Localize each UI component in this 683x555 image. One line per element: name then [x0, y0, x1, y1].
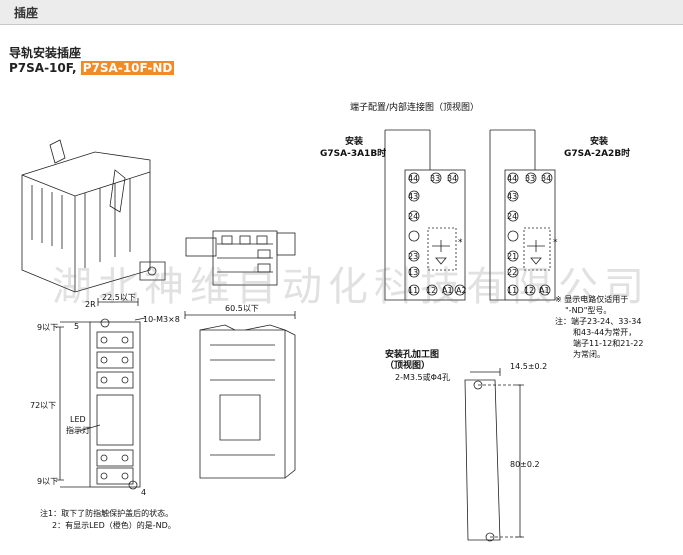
terminal-label: 12	[524, 286, 535, 295]
terminal-label: 33	[430, 174, 441, 183]
terminal-label: 12	[426, 286, 437, 295]
dim-top-margin: 9以下	[37, 323, 59, 332]
terminal-label: 24	[408, 212, 419, 221]
mounting-holes: 2-M3.5或Φ4孔	[395, 373, 450, 382]
socket-front-view	[56, 298, 146, 490]
watermark: 湖北神维自动化科技有限公司	[52, 264, 650, 310]
footnote-2: 2：有显示LED（橙色）的是-ND。	[52, 521, 176, 530]
terminal-label: 21	[507, 252, 518, 261]
terminal-diagram-left	[384, 129, 466, 301]
terminal-diagram-right	[489, 129, 556, 301]
section-header-label: 插座	[14, 6, 39, 20]
left-caption-2: G7SA-3A1B时	[320, 149, 387, 159]
mounting-hole-drawing	[464, 368, 524, 542]
terminal-label: 43	[408, 192, 419, 201]
dim-height: 72以下	[30, 401, 57, 410]
dim-width-top: 22.5以下	[102, 293, 136, 302]
terminal-label: 34	[541, 174, 552, 183]
terminal-label: 24	[507, 212, 518, 221]
note-line: 和43-44为常开，	[573, 328, 637, 337]
mounting-length: 80±0.2	[510, 460, 540, 469]
right-caption-1: 安装	[590, 137, 609, 147]
terminal-label: A1	[442, 286, 453, 295]
dim-depth: 60.5以下	[225, 304, 259, 313]
note-line: ※ 显示电路仅适用于	[555, 295, 629, 304]
terminal-label: 34	[447, 174, 458, 183]
socket-isometric-sketch	[21, 139, 166, 293]
model-highlight: P7SA-10F-ND	[80, 61, 175, 75]
model-plain: P7SA-10F,	[9, 61, 81, 75]
product-title: 导轨安装插座	[9, 46, 82, 60]
terminal-label: 22	[507, 268, 518, 277]
note-line: 为常闭。	[573, 350, 605, 359]
note-line: "-ND"型号。	[565, 306, 612, 315]
asterisk-left: *	[458, 238, 463, 248]
terminal-label: 23	[408, 252, 419, 261]
terminal-label: 13	[408, 268, 419, 277]
left-caption-1: 安装	[345, 137, 364, 147]
note-line: 端子11-12和21-22	[573, 339, 644, 348]
terminal-label: A2	[456, 286, 467, 295]
footnote-1: 注1：取下了防指触保护盖后的状态。	[40, 509, 174, 518]
terminal-label: 33	[525, 174, 536, 183]
model-numbers: P7SA-10F, P7SA-10F-ND	[9, 61, 175, 75]
terminal-heading: 端子配置/内部连接图（顶视图）	[350, 103, 480, 113]
terminal-label: 44	[408, 174, 419, 183]
socket-side-view	[184, 311, 296, 479]
right-caption-2: G7SA-2A2B时	[564, 149, 631, 159]
dim-r2: 2R	[85, 300, 96, 309]
mounting-title-2: （顶视图）	[385, 361, 431, 371]
dim-led-1: LED	[70, 415, 86, 424]
section-header: 插座	[0, 0, 683, 25]
terminal-label: A1	[539, 286, 550, 295]
mounting-title-1: 安装孔加工图	[385, 350, 440, 360]
dim-screws: 10-M3×8	[143, 315, 180, 324]
dim-hole: 4	[141, 488, 147, 497]
terminal-label: 43	[507, 192, 518, 201]
dim-led-2: 指示灯	[66, 426, 90, 435]
terminal-label: 11	[507, 286, 518, 295]
dim-bottom-margin: 9以下	[37, 477, 59, 486]
socket-end-view	[185, 230, 296, 286]
terminal-label: 44	[507, 174, 518, 183]
asterisk-right: *	[553, 238, 558, 248]
mounting-spacing: 14.5±0.2	[510, 362, 548, 371]
terminal-label: 11	[408, 286, 419, 295]
note-line: 注：端子23-24、33-34	[555, 317, 642, 326]
dim-five: 5	[74, 322, 80, 331]
